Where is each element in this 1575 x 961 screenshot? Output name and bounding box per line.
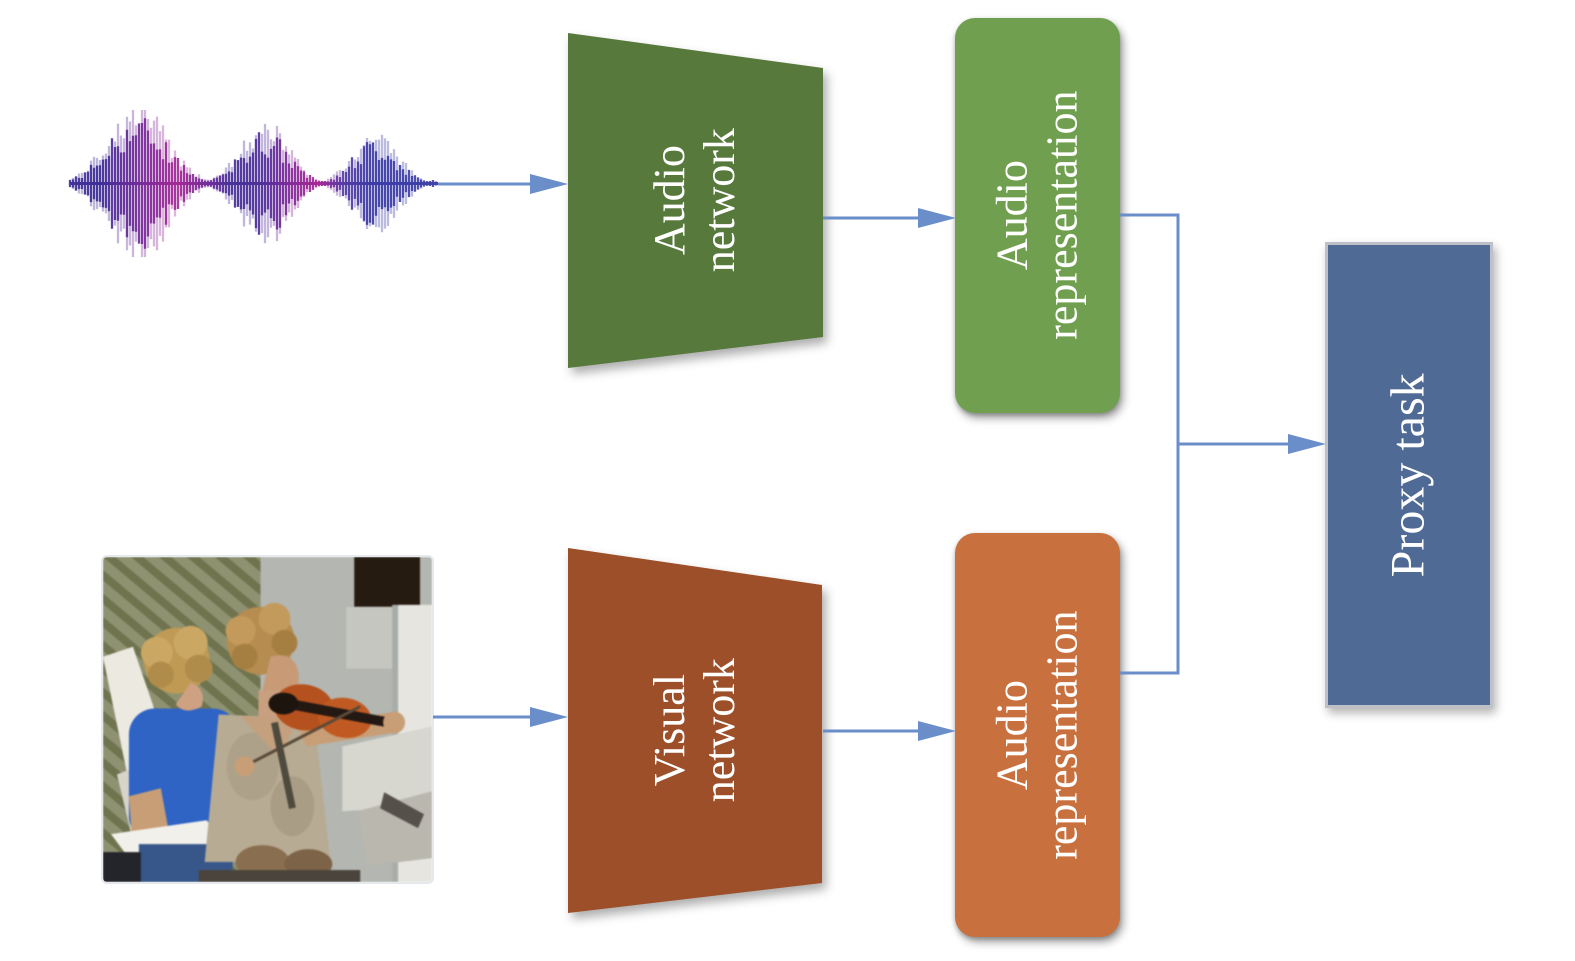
waveform-bars — [68, 118, 438, 249]
visual-network-shape — [568, 548, 822, 913]
visual-network-line1: Visual — [644, 674, 694, 787]
proxy-task-label: Proxy task — [1382, 373, 1437, 577]
audio-waveform-icon — [68, 110, 438, 257]
waveform-bars-soft — [71, 110, 423, 257]
audio-representation-top-line1: Audio — [987, 160, 1037, 271]
arrowhead-proxy-task — [1288, 434, 1326, 454]
arrowhead-audio-representation — [918, 208, 956, 228]
arrowhead-visual-representation — [918, 721, 956, 741]
audio-network-line1: Audio — [645, 145, 695, 256]
audio-representation-bottom-line1: Audio — [987, 680, 1037, 790]
junction-connector — [1120, 213, 1180, 675]
proxy-task-text: Proxy task — [1381, 373, 1435, 577]
audio-network-shape — [568, 33, 823, 368]
audio-representation-bottom-line2: representation — [1037, 610, 1087, 860]
node-proxy-task: Proxy task — [1325, 242, 1493, 708]
violin-players-photo — [103, 557, 432, 882]
visual-network-line2: network — [695, 658, 744, 803]
audio-representation-top-line2: representation — [1037, 90, 1087, 341]
audio-network-line2: network — [695, 128, 745, 273]
